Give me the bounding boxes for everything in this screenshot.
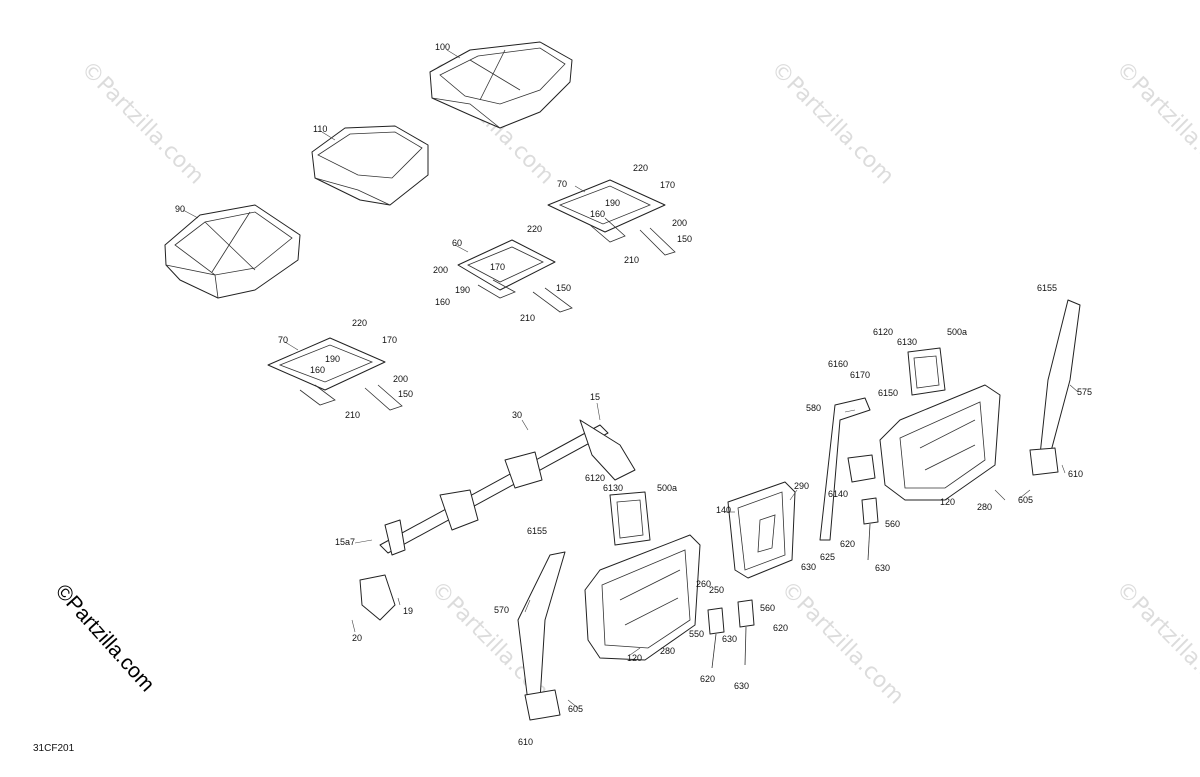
callout-150: 150 bbox=[556, 283, 571, 293]
callout-6140: 6140 bbox=[828, 489, 848, 499]
callout-625: 625 bbox=[820, 552, 835, 562]
seat-back-120-middle bbox=[584, 534, 701, 661]
callout-6130: 6130 bbox=[897, 337, 917, 347]
callout-260: 260 bbox=[696, 579, 711, 589]
callout-605: 605 bbox=[1018, 495, 1033, 505]
buckle-550 bbox=[707, 607, 725, 669]
callout-160: 160 bbox=[310, 365, 325, 375]
seat-cushion-100 bbox=[429, 41, 573, 129]
callout-19: 19 bbox=[403, 606, 413, 616]
callout-6160: 6160 bbox=[828, 359, 848, 369]
callout-560: 560 bbox=[760, 603, 775, 613]
callout-630: 630 bbox=[734, 681, 749, 691]
figure-code: 31CF201 bbox=[33, 743, 75, 754]
seat-frame-70-top bbox=[547, 179, 676, 256]
callout-190: 190 bbox=[455, 285, 470, 295]
callout-100: 100 bbox=[435, 42, 450, 52]
callout-labels: 100 110 90 70 220 170 190 160 200 150 21… bbox=[175, 42, 1092, 747]
callout-110: 110 bbox=[313, 124, 327, 134]
callout-500a: 500a bbox=[947, 327, 967, 337]
callout-605: 605 bbox=[568, 704, 583, 714]
callout-250: 250 bbox=[709, 585, 724, 595]
callout-220: 220 bbox=[527, 224, 542, 234]
callout-70: 70 bbox=[278, 335, 288, 345]
callout-620: 620 bbox=[840, 539, 855, 549]
watermark-text: ©Partzilla.com bbox=[1111, 577, 1200, 710]
callout-280: 280 bbox=[977, 502, 992, 512]
leader-lines bbox=[182, 49, 1079, 709]
callout-170: 170 bbox=[490, 262, 505, 272]
callout-620: 620 bbox=[773, 623, 788, 633]
callout-220: 220 bbox=[633, 163, 648, 173]
buckle-560 bbox=[737, 599, 755, 666]
callout-90: 90 bbox=[175, 204, 185, 214]
callout-160: 160 bbox=[590, 209, 605, 219]
callout-160: 160 bbox=[435, 297, 450, 307]
callout-150: 150 bbox=[677, 234, 692, 244]
callout-210: 210 bbox=[345, 410, 360, 420]
seat-frame-70-left bbox=[267, 337, 403, 411]
callout-610: 610 bbox=[1068, 469, 1083, 479]
callout-140: 140 bbox=[716, 505, 731, 515]
callout-120: 120 bbox=[627, 653, 642, 663]
callout-200: 200 bbox=[672, 218, 687, 228]
watermark-text: ©Partzilla.com bbox=[1111, 57, 1200, 190]
seat-back-cover-500a-left bbox=[609, 491, 651, 546]
callout-15: 15 bbox=[590, 392, 600, 402]
seat-back-cover-500a-right bbox=[907, 347, 946, 396]
callout-220: 220 bbox=[352, 318, 367, 328]
watermark-text: ©Partzilla.com bbox=[776, 577, 909, 710]
watermark-text: ©Partzilla.com bbox=[76, 57, 209, 190]
callout-6155: 6155 bbox=[527, 526, 547, 536]
seat-back-120-right bbox=[879, 384, 1001, 501]
callout-190: 190 bbox=[325, 354, 340, 364]
callout-630: 630 bbox=[875, 563, 890, 573]
seat-frame-60 bbox=[457, 239, 573, 313]
seat-belt-580 bbox=[819, 397, 876, 541]
seat-belt-575 bbox=[1029, 299, 1081, 476]
callout-575: 575 bbox=[1077, 387, 1092, 397]
callout-630: 630 bbox=[801, 562, 816, 572]
callout-70: 70 bbox=[557, 179, 567, 189]
crossbar-15 bbox=[359, 419, 636, 621]
callout-190: 190 bbox=[605, 198, 620, 208]
callout-6120: 6120 bbox=[873, 327, 893, 337]
callout-30: 30 bbox=[512, 410, 522, 420]
callout-210: 210 bbox=[624, 255, 639, 265]
callout-200: 200 bbox=[393, 374, 408, 384]
seat-cushion-90 bbox=[164, 204, 301, 299]
seat-back-140 bbox=[727, 481, 796, 579]
watermark-text: ©Partzilla.com bbox=[766, 57, 899, 190]
callout-280: 280 bbox=[660, 646, 675, 656]
callout-6150: 6150 bbox=[878, 388, 898, 398]
callout-630: 630 bbox=[722, 634, 737, 644]
seat-cushion-110 bbox=[311, 125, 429, 206]
callout-620: 620 bbox=[700, 674, 715, 684]
callout-610: 610 bbox=[518, 737, 533, 747]
callout-60: 60 bbox=[452, 238, 462, 248]
callout-570: 570 bbox=[494, 605, 509, 615]
callout-500a: 500a bbox=[657, 483, 677, 493]
callout-6155: 6155 bbox=[1037, 283, 1057, 293]
callout-150: 150 bbox=[398, 389, 413, 399]
callout-170: 170 bbox=[660, 180, 675, 190]
callout-120: 120 bbox=[940, 497, 955, 507]
callout-550: 550 bbox=[689, 629, 704, 639]
callout-6170: 6170 bbox=[850, 370, 870, 380]
callout-6120: 6120 bbox=[585, 473, 605, 483]
callout-210: 210 bbox=[520, 313, 535, 323]
callout-15a7: 15a7 bbox=[335, 537, 355, 547]
callout-580: 580 bbox=[806, 403, 821, 413]
seat-belt-570 bbox=[517, 551, 566, 721]
callout-6130: 6130 bbox=[603, 483, 623, 493]
buckle-560-right bbox=[861, 497, 879, 561]
callout-20: 20 bbox=[352, 633, 362, 643]
callout-170: 170 bbox=[382, 335, 397, 345]
callout-290: 290 bbox=[794, 481, 809, 491]
callout-200: 200 bbox=[433, 265, 448, 275]
callout-560: 560 bbox=[885, 519, 900, 529]
